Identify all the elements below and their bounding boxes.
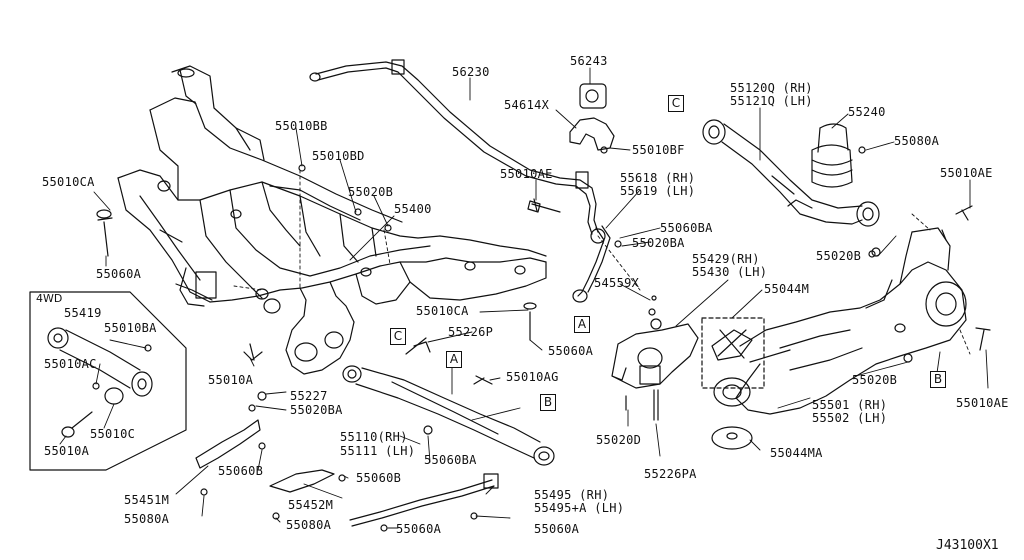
spring-seat-drawing <box>811 123 866 188</box>
stabilizer-bar-drawing <box>309 59 599 235</box>
part-label-55080a-top: 55080A <box>894 134 940 148</box>
ref-box-a-mid: A <box>446 351 462 368</box>
upper-link-drawing <box>702 119 880 227</box>
part-label-55618: 55618 (RH) <box>620 171 696 185</box>
part-label-55121q: 55121Q (LH) <box>730 94 813 108</box>
part-label-55240: 55240 <box>848 105 886 119</box>
part-label-55060a-b1: 55060A <box>396 522 442 536</box>
part-label-55495: 55495 (RH) <box>534 488 610 502</box>
part-label-55430: 55430 (LH) <box>692 265 768 279</box>
part-label-55010a-inset: 55010A <box>44 444 90 458</box>
ref-box-a-top: A <box>574 316 590 333</box>
lower-arm-drawing <box>735 227 967 415</box>
part-label-55451m: 55451M <box>124 493 170 507</box>
inset-title-4wd: 4WD <box>36 292 63 305</box>
ref-box-b-low: B <box>540 394 556 411</box>
part-label-55010ba: 55010BA <box>104 321 157 335</box>
part-label-55060a-b2: 55060A <box>534 522 580 536</box>
part-label-55619: 55619 (LH) <box>620 184 696 198</box>
part-label-55010bd: 55010BD <box>312 149 365 163</box>
part-label-55020ba-mid: 55020BA <box>632 236 685 250</box>
part-label-55501: 55501 (RH) <box>812 398 888 412</box>
brace-bracket-drawing <box>195 419 346 520</box>
bolt-drawing <box>527 198 561 213</box>
part-label-55020ba-low: 55020BA <box>290 403 343 417</box>
part-label-55020b-top: 55020B <box>348 185 394 199</box>
part-label-55010ca-mid: 55010CA <box>416 304 469 318</box>
part-label-56230: 56230 <box>452 65 490 79</box>
part-label-55020b-low: 55020B <box>852 373 898 387</box>
bump-stopper-drawing <box>701 317 765 450</box>
part-label-55044m: 55044M <box>764 282 810 296</box>
part-label-55080a-b: 55080A <box>286 518 332 532</box>
part-label-55429: 55429(RH) <box>692 252 760 266</box>
part-label-55495a: 55495+A (LH) <box>534 501 625 515</box>
part-label-55502: 55502 (LH) <box>812 411 888 425</box>
stabilizer-bushing-drawing <box>569 83 615 154</box>
diagram-code: J43100X1 <box>936 538 999 553</box>
part-label-55060a-left: 55060A <box>96 267 142 281</box>
part-label-55226pa: 55226PA <box>644 467 697 481</box>
leader-lines <box>59 67 989 529</box>
ref-box-c-top: C <box>668 95 684 112</box>
part-label-55010a: 55010A <box>208 373 254 387</box>
part-label-55110: 55110(RH) <box>340 430 408 444</box>
part-label-55226p: 55226P <box>448 325 494 339</box>
part-label-55010bb: 55010BB <box>275 119 328 133</box>
part-label-55400: 55400 <box>394 202 432 216</box>
part-label-54559x: 54559X <box>594 276 640 290</box>
part-label-55044ma: 55044MA <box>770 446 823 460</box>
part-label-55010ae-low: 55010AE <box>956 396 1009 410</box>
part-label-55227: 55227 <box>290 389 328 403</box>
part-label-55010ag: 55010AG <box>506 370 559 384</box>
part-label-55020d: 55020D <box>596 433 642 447</box>
connecting-rod-drawing <box>572 225 622 303</box>
part-label-55080a-a: 55080A <box>124 512 170 526</box>
part-label-55060a-mid: 55060A <box>548 344 594 358</box>
part-label-55111: 55111 (LH) <box>340 444 416 458</box>
part-label-55419: 55419 <box>64 306 102 320</box>
lateral-link-drawing <box>342 365 555 466</box>
part-label-55010c: 55010C <box>90 427 136 441</box>
part-label-54614x: 54614X <box>504 98 550 112</box>
part-label-55020b-right: 55020B <box>816 249 862 263</box>
part-label-55010ac: 55010AC <box>44 357 97 371</box>
part-label-55060ba-mid: 55060BA <box>660 221 713 235</box>
fastener-drawing <box>96 164 991 412</box>
part-label-55060ba-low: 55060BA <box>424 453 477 467</box>
suspension-member-drawing <box>117 65 547 375</box>
part-label-55452m: 55452M <box>288 498 334 512</box>
ref-box-b-right: B <box>930 371 946 388</box>
part-label-55010bf: 55010BF <box>632 143 685 157</box>
part-label-55010ae-top: 55010AE <box>500 167 553 181</box>
part-label-55120q: 55120Q (RH) <box>730 81 813 95</box>
link-bracket-drawing <box>611 318 699 421</box>
4wd-inset-drawing <box>29 291 187 471</box>
ref-box-c-mid: C <box>390 328 406 345</box>
part-label-55060b-a: 55060B <box>218 464 264 478</box>
part-label-55010ca-left: 55010CA <box>42 175 95 189</box>
part-label-55060b-b: 55060B <box>356 471 402 485</box>
part-label-56243: 56243 <box>570 54 608 68</box>
part-label-55010ae-right: 55010AE <box>940 166 993 180</box>
